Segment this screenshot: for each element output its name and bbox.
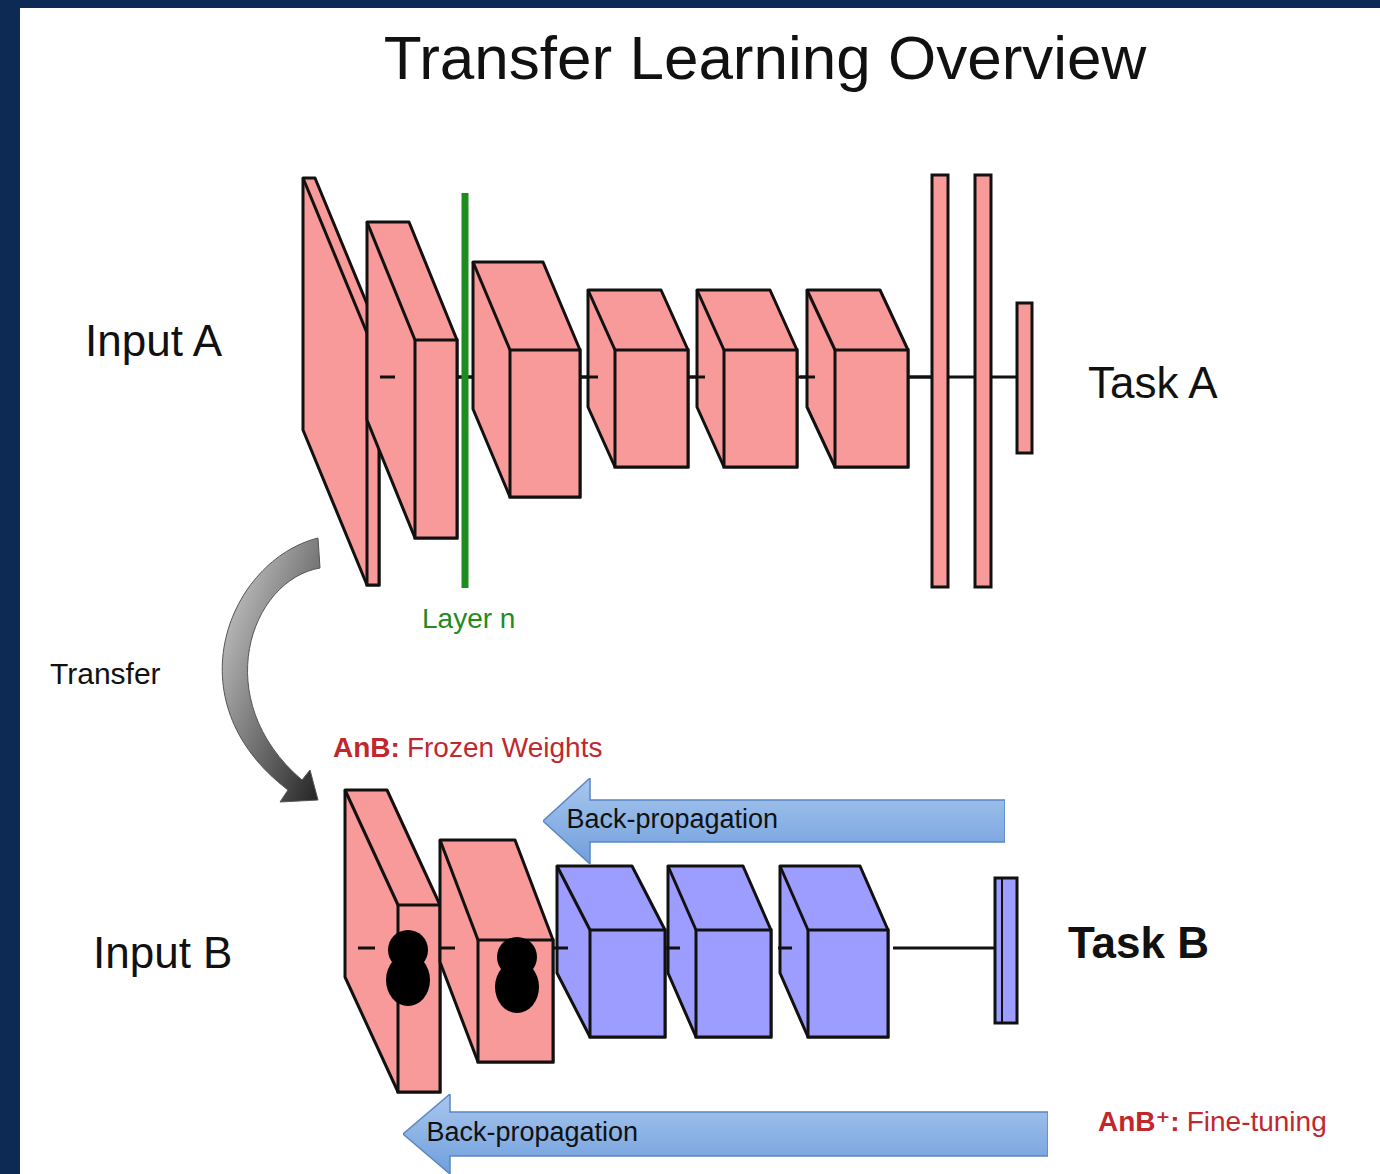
wire [553,947,568,950]
block-edge [345,790,398,905]
wire [690,376,705,379]
layer-label: Layer n [422,603,515,635]
block-edge [367,222,415,340]
task-label: Task B [1068,918,1209,969]
block-edge [303,178,367,333]
layer-block [668,866,771,1037]
block-face [415,340,457,538]
block-face [835,350,908,467]
layer-block [440,840,553,1062]
layer-cut-line [462,193,469,588]
arrow-body [403,1094,1048,1174]
wire [580,376,598,379]
layer-block [780,866,888,1037]
block-edge [440,840,478,940]
arrow-label: Transfer [50,657,161,692]
layer-block [807,290,908,467]
setting-name: AnB: [333,732,400,764]
layer-block [345,790,440,1092]
layer-block [697,290,797,467]
block-edge [557,866,590,930]
block-face [696,930,771,1037]
block-face [615,350,688,467]
block-edge [473,262,510,350]
frame-band [0,0,20,1174]
input-label: Input B [93,928,232,979]
block-face [510,350,580,497]
block-edge [807,290,835,350]
frozen-blob [495,961,539,1013]
layer-block [473,262,580,497]
fc-layer [932,175,948,587]
frozen-blob [386,954,430,1006]
fc-layer [1017,303,1032,453]
block-edge [697,290,724,350]
title: Transfer Learning Overview [384,22,1147,93]
task-label: Task A [1088,358,1218,409]
wire [893,947,995,950]
layer-block [588,290,688,467]
setting-note: Frozen Weights [407,732,603,764]
frame-band [0,0,1380,8]
block-face [590,930,665,1037]
arrow-text: Back-propagation [427,1117,639,1148]
wire [440,947,455,950]
arrow-body [543,778,1005,864]
wire [665,947,680,950]
wire [910,376,932,379]
input-label: Input A [85,316,222,367]
wire [778,947,792,950]
block-edge [668,866,696,930]
arrow-text: Back-propagation [567,804,779,835]
fc-layer-edge [1001,878,1003,1023]
fc-layer [995,878,1017,1023]
block-face [724,350,797,467]
block-face [808,930,888,1037]
setting-note: Fine-tuning [1187,1106,1327,1138]
wire [800,376,815,379]
block-edge [780,866,808,930]
backprop-arrow: Back-propagation [543,778,1005,864]
layer-block [557,866,665,1037]
backprop-arrow: Back-propagation [403,1094,1048,1174]
transfer-arrow [222,538,320,802]
wire [358,947,375,950]
setting-name: AnB⁺: [1098,1106,1180,1138]
fc-layer [975,175,991,587]
wire [380,376,395,379]
layer-block [367,222,457,538]
block-edge [588,290,615,350]
